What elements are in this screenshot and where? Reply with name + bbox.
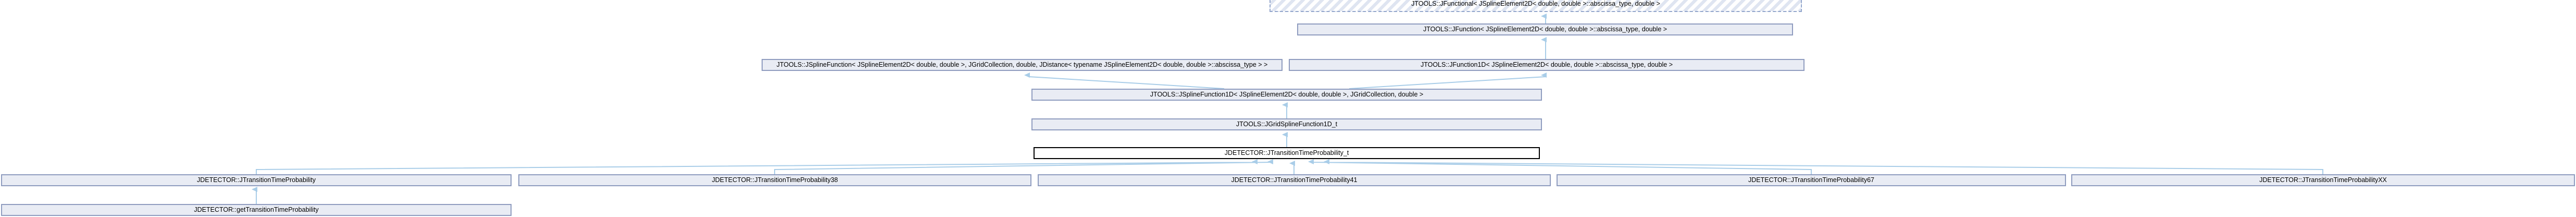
node-jgridsplinefunction1d-t[interactable]: JTOOLS::JGridSplineFunction1D_t xyxy=(1031,118,1542,130)
node-jtransitiontimeprobability-t: JDETECTOR::JTransitionTimeProbability_t xyxy=(1034,147,1540,159)
edge-jtransitiontimeprobability38-to-base xyxy=(774,159,1273,174)
edge-jtransitiontimeprobability67-to-base xyxy=(1308,159,1812,174)
edge-jtransitiontimeprobabilityXX-to-base xyxy=(1324,159,2323,174)
node-jtransitiontimeprobability[interactable]: JDETECTOR::JTransitionTimeProbability xyxy=(1,174,512,186)
node-jsplinefunction[interactable]: JTOOLS::JSplineFunction< JSplineElement2… xyxy=(762,59,1283,71)
node-jsplinefunction1d[interactable]: JTOOLS::JSplineFunction1D< JSplineElemen… xyxy=(1031,89,1542,101)
node-jfunction[interactable]: JTOOLS::JFunction< JSplineElement2D< dou… xyxy=(1297,23,1793,35)
edge-jsplinefunction1d-to-jfunction1d xyxy=(1349,73,1547,89)
node-jtransitiontimeprobability38[interactable]: JDETECTOR::JTransitionTimeProbability38 xyxy=(518,174,1031,186)
node-jtransitiontimeprobabilityXX[interactable]: JDETECTOR::JTransitionTimeProbabilityXX xyxy=(2071,174,2575,186)
node-gettransitiontimeprobability[interactable]: JDETECTOR::getTransitionTimeProbability xyxy=(1,204,512,216)
node-jtransitiontimeprobability41[interactable]: JDETECTOR::JTransitionTimeProbability41 xyxy=(1038,174,1551,186)
node-jfunctional[interactable]: JTOOLS::JFunctional< JSplineElement2D< d… xyxy=(1270,0,1802,12)
node-jtransitiontimeprobability67[interactable]: JDETECTOR::JTransitionTimeProbability67 xyxy=(1557,174,2066,186)
node-jfunction1d[interactable]: JTOOLS::JFunction1D< JSplineElement2D< d… xyxy=(1289,59,1805,71)
edge-jsplinefunction1d-to-jsplinefunction xyxy=(1024,73,1225,89)
edge-jtransitiontimeprobability-to-base xyxy=(256,159,1258,174)
